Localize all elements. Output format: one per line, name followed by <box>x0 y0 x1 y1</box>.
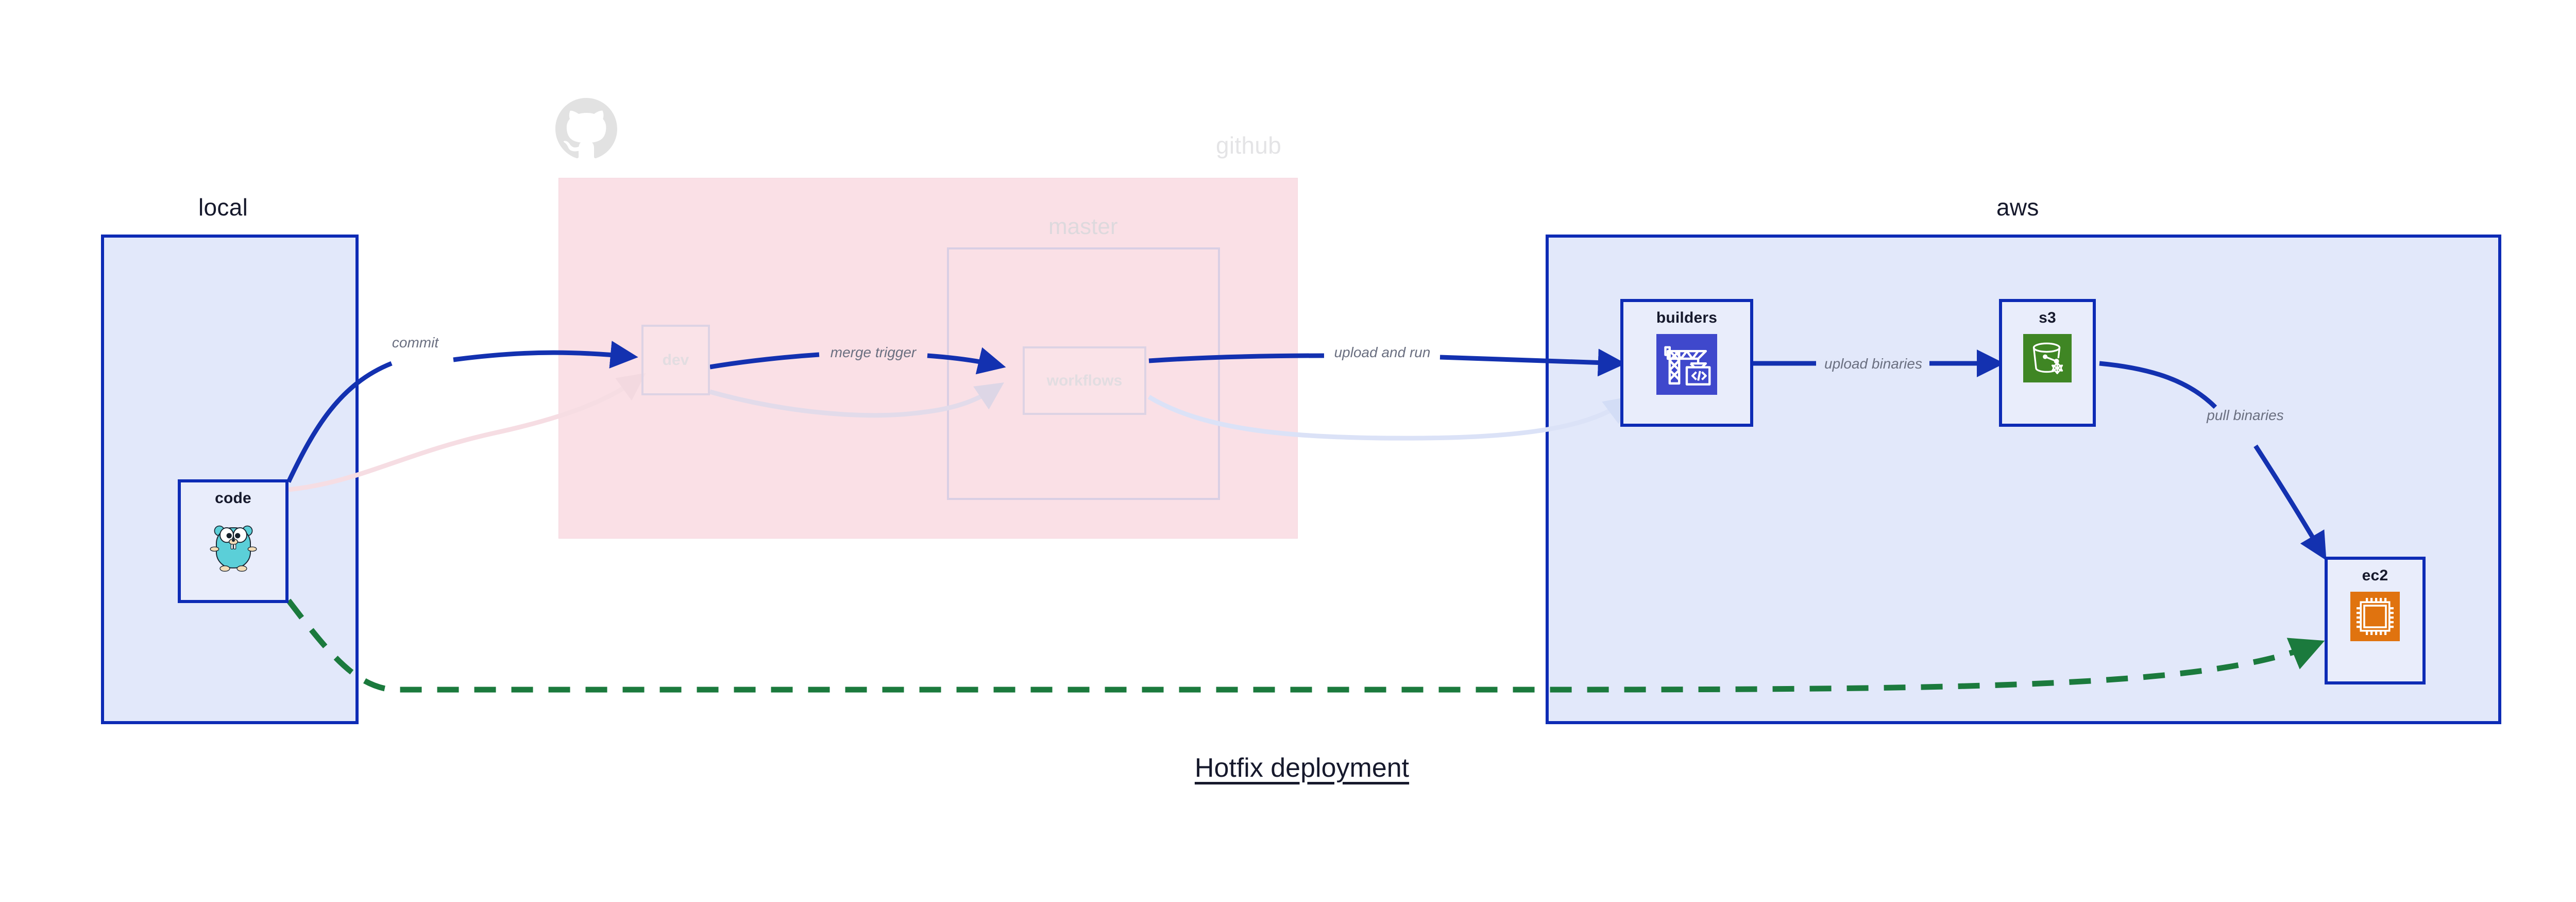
aws-s3-glacier-icon <box>2023 334 2072 382</box>
group-label-master: master <box>1048 214 1118 239</box>
edge-label-upload-and-run: upload and run <box>1334 344 1431 360</box>
node-code-label: code <box>215 490 251 507</box>
node-s3[interactable]: s3 <box>1999 299 2096 427</box>
github-octocat-logo <box>555 98 617 159</box>
node-workflows-label: workflows <box>1046 372 1123 389</box>
edge-label-merge-trigger: merge trigger <box>830 344 917 360</box>
aws-ec2-chip-icon <box>2350 592 2400 641</box>
edge-label-commit: commit <box>392 335 439 350</box>
group-label-github: github <box>1216 132 1282 159</box>
node-s3-label: s3 <box>2039 309 2056 326</box>
edge-label-pull-binaries: pull binaries <box>2207 407 2284 423</box>
node-code[interactable]: code <box>178 479 289 603</box>
node-builders[interactable]: builders <box>1620 299 1753 427</box>
node-dev[interactable]: dev <box>641 325 710 395</box>
aws-codebuild-icon <box>1656 334 1717 395</box>
edge-label-upload-binaries: upload binaries <box>1824 356 1922 372</box>
group-label-aws: aws <box>1996 194 2039 221</box>
node-ec2-label: ec2 <box>2362 567 2388 584</box>
node-builders-label: builders <box>1656 309 1718 326</box>
node-workflows[interactable]: workflows <box>1023 346 1146 415</box>
node-ec2[interactable]: ec2 <box>2325 557 2426 684</box>
go-gopher-icon <box>210 525 257 572</box>
group-label-local: local <box>198 194 248 221</box>
node-dev-label: dev <box>662 351 689 369</box>
diagram-title: Hotfix deployment <box>1194 753 1410 783</box>
